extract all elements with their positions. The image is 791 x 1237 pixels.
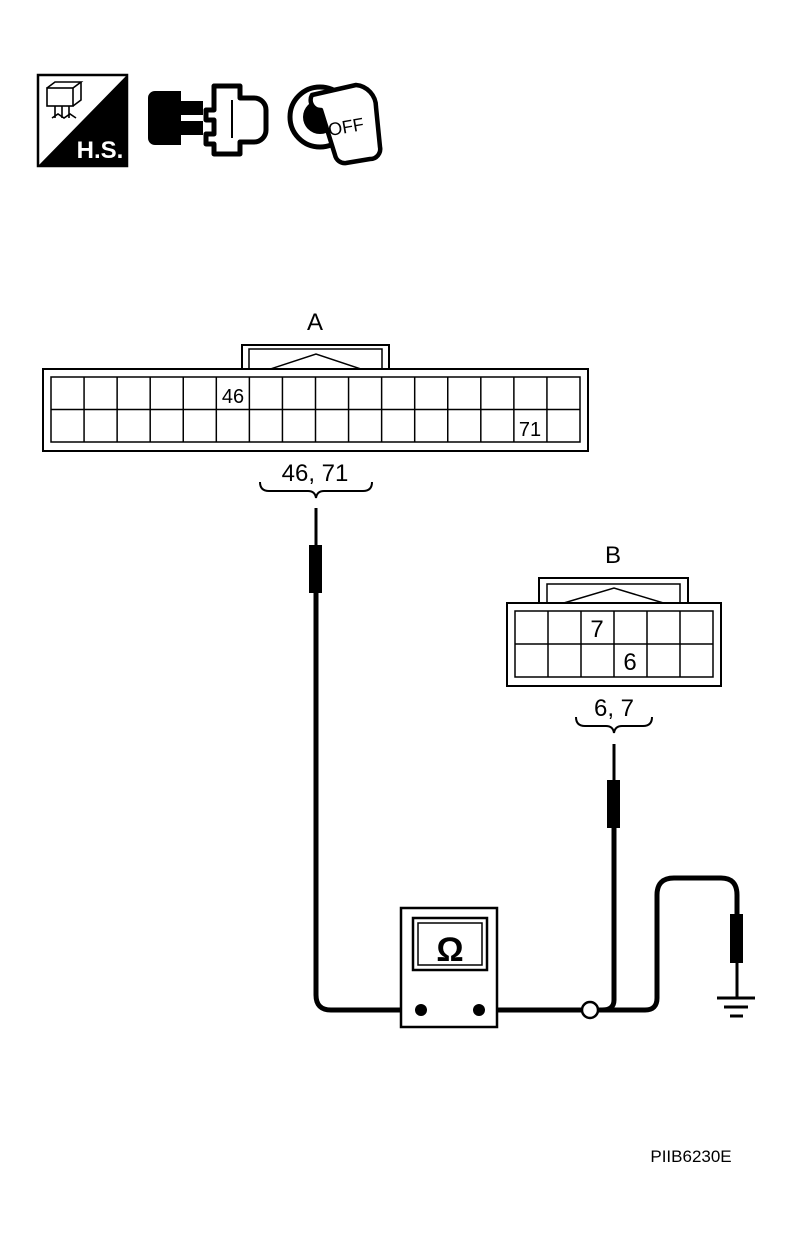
connector-a-bracket [259, 481, 373, 499]
ohm-icon: Ω [436, 931, 463, 969]
connector-a-bracket-label: 46, 71 [282, 460, 349, 487]
probe-b [607, 744, 620, 828]
connector-b-bracket [575, 716, 653, 734]
ground-icon [717, 996, 755, 1018]
probe-a [309, 508, 322, 593]
disconnected-connector-icon [148, 83, 269, 157]
ground-probe [730, 914, 743, 997]
connector-a-cavity-grid [51, 377, 580, 442]
harness-side-text: H.S. [77, 137, 124, 164]
connector-b-pin-upper: 7 [590, 616, 603, 643]
test-leads [313, 590, 740, 1013]
harness-side-icon: H.S. [36, 73, 129, 168]
connector-b-pin-lower: 6 [623, 649, 636, 676]
connector-a-pin-upper: 46 [222, 386, 244, 408]
connector-b-cavity-grid [515, 611, 713, 677]
lead-junction [580, 1000, 600, 1020]
connector-a-label: A [307, 309, 323, 336]
ohmmeter: Ω [399, 906, 499, 1029]
connector-b: 7 6 [506, 577, 722, 687]
meter-terminal-right [473, 1004, 485, 1016]
figure-code: PIIB6230E [650, 1147, 731, 1166]
meter-terminal-left [415, 1004, 427, 1016]
ignition-off-icon: OFF [287, 82, 383, 166]
connector-b-bracket-label: 6, 7 [594, 695, 634, 722]
connector-a-pin-lower: 71 [519, 419, 541, 441]
connector-a: 46 71 [42, 344, 589, 452]
connector-b-label: B [605, 542, 621, 569]
